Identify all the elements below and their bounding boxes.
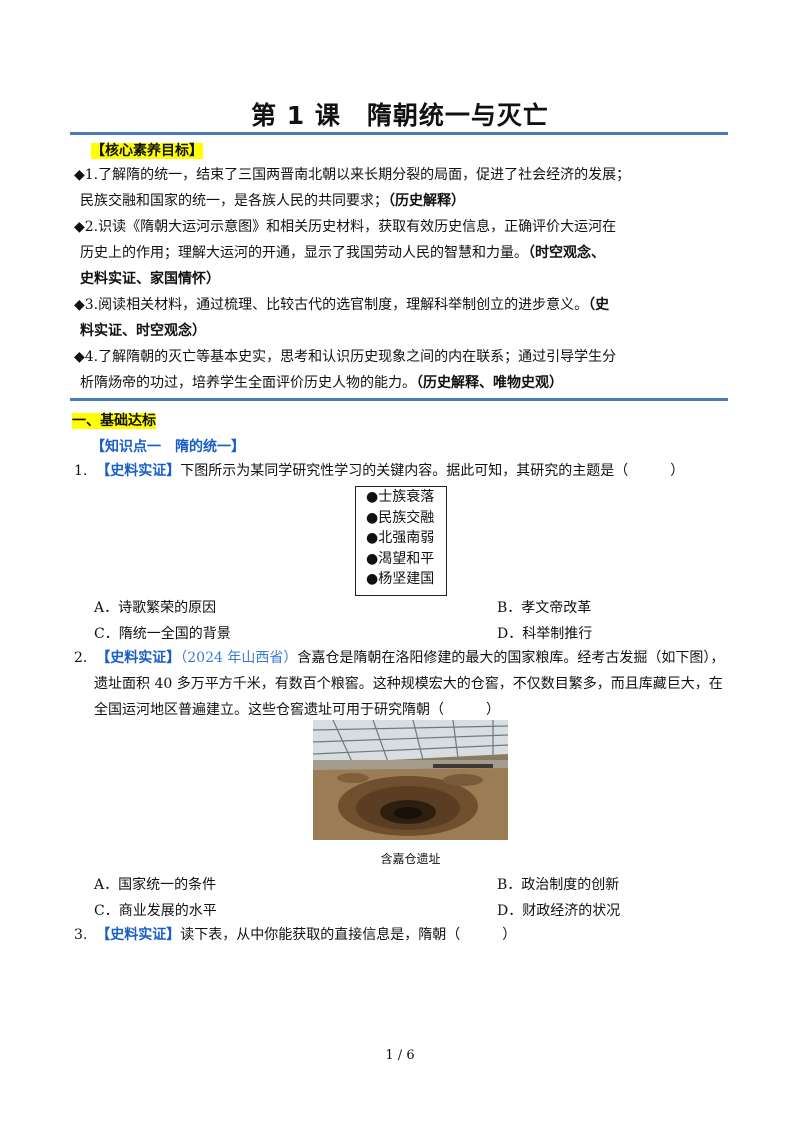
box-item: ●士族衰落 xyxy=(366,489,435,505)
question-1-stem: 1. 【史料实证】下图所示为某同学研究性学习的关键内容。据此可知，其研究的主题是… xyxy=(74,463,685,479)
objectives-heading: 【核心素养目标】 xyxy=(91,143,203,159)
objective-2-line1: ◆2.识读《隋朝大运河示意图》和相关历史材料，获取有效历史信息，正确评价大运河在 xyxy=(74,219,617,235)
box-item: ●杨坚建国 xyxy=(366,571,435,587)
title-rule xyxy=(70,132,728,135)
objective-1-line2: 民族交融和国家的统一，是各族人民的共同要求；（历史解释） xyxy=(80,193,465,209)
objective-4-line1: ◆4.了解隋朝的灭亡等基本史实，思考和认识历史现象之间的内在联系；通过引导学生分 xyxy=(74,349,617,365)
q1-option-b[interactable]: B．孝文帝改革 xyxy=(497,600,592,616)
q1-option-a[interactable]: A．诗歌繁荣的原因 xyxy=(94,600,217,616)
box-item: ●民族交融 xyxy=(366,509,435,526)
page-number: 1 / 6 xyxy=(385,1048,415,1063)
photo-caption: 含嘉仓遗址 xyxy=(380,852,441,866)
page-title: 第 1 课 隋朝统一与灭亡 xyxy=(251,101,549,130)
objective-3-line2: 料实证、时空观念） xyxy=(80,323,206,339)
objective-1-line1: ◆1.了解隋的统一，结束了三国两晋南北朝以来长期分裂的局面，促进了社会经济的发展… xyxy=(74,167,631,183)
hanjiacang-site-photo xyxy=(313,720,508,840)
objective-4-line2: 析隋炀帝的功过，培养学生全面评价历史人物的能力。（历史解释、唯物史观） xyxy=(80,375,563,391)
q1-option-d[interactable]: D．科举制推行 xyxy=(497,626,593,642)
box-item: ●渴望和平 xyxy=(366,550,435,567)
question-2-stem-line3: 全国运河地区普遍建立。这些仓窖遗址可用于研究隋朝（ ） xyxy=(94,702,500,718)
q1-info-box: ●士族衰落 ●民族交融 ●北强南弱 ●渴望和平 ●杨坚建国 xyxy=(355,486,447,596)
knowledge-point-heading: 【知识点一 隋的统一】 xyxy=(91,439,245,455)
question-3-stem: 3. 【史料实证】读下表，从中你能获取的直接信息是，隋朝（ ） xyxy=(74,927,517,943)
objective-2-line2: 历史上的作用；理解大运河的开通，显示了我国劳动人民的智慧和力量。（时空观念、 xyxy=(80,245,605,261)
q2-option-c[interactable]: C．商业发展的水平 xyxy=(94,903,217,919)
q2-option-a[interactable]: A．国家统一的条件 xyxy=(94,877,217,893)
q2-option-d[interactable]: D．财政经济的状况 xyxy=(497,903,621,919)
objective-2-line3: 史料实证、家国情怀） xyxy=(80,271,220,287)
q2-option-b[interactable]: B．政治制度的创新 xyxy=(497,877,620,893)
section-heading: 一、基础达标 xyxy=(72,413,156,429)
q1-option-c[interactable]: C．隋统一全国的背景 xyxy=(94,626,231,642)
question-2-stem-line1: 2. 【史料实证】（2024 年山西省）含嘉仓是隋朝在洛阳修建的最大的国家粮库。… xyxy=(74,650,725,666)
objectives-rule xyxy=(70,398,728,401)
objective-3-line1: ◆3.阅读相关材料，通过梳理、比较古代的选官制度，理解科举制创立的进步意义。（史 xyxy=(74,297,610,313)
box-item: ●北强南弱 xyxy=(366,530,435,546)
question-2-stem-line2: 遗址面积 40 多万平方千米，有数百个粮窖。这种规模宏大的仓窖，不仅数目繁多，而… xyxy=(94,676,723,692)
